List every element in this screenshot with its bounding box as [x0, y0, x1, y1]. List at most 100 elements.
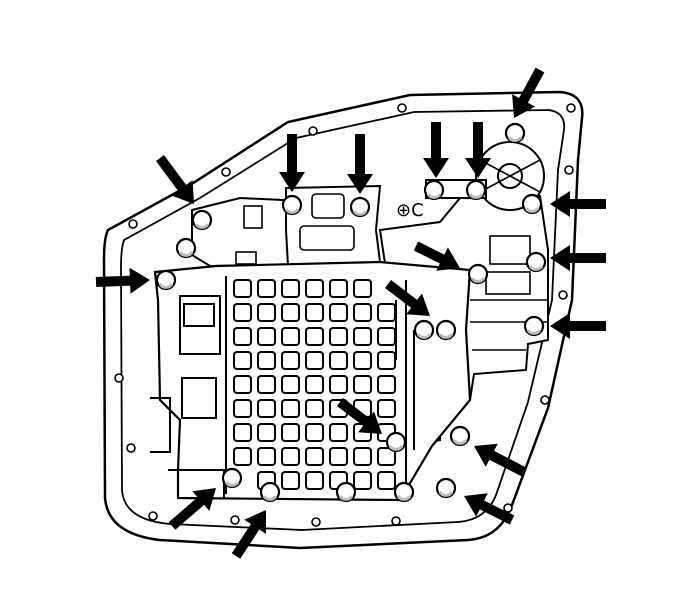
grid-pocket — [233, 351, 252, 370]
grid-pocket — [233, 399, 252, 418]
grid-pocket — [233, 423, 252, 442]
callout-arrow — [465, 122, 491, 178]
bolt — [385, 431, 407, 453]
grid-pocket — [329, 327, 348, 346]
grid-channels — [225, 276, 415, 494]
grid-pocket — [305, 351, 324, 370]
pan-inner-outline — [120, 109, 566, 531]
grid-pocket — [305, 327, 324, 346]
callout-arrow — [464, 493, 515, 525]
grid-pocket — [233, 327, 252, 346]
bolt — [465, 179, 487, 201]
grid-pocket — [377, 375, 396, 394]
grid-pocket — [305, 471, 324, 490]
grid-pocket — [281, 423, 300, 442]
upper-left-detail — [243, 205, 263, 229]
grid-pocket — [281, 351, 300, 370]
grid-pocket — [257, 327, 276, 346]
callout-arrow — [550, 245, 606, 271]
grid-pocket — [377, 351, 396, 370]
grid-pocket — [281, 447, 300, 466]
upper-center-slot-2 — [299, 225, 355, 251]
grid-pocket — [233, 375, 252, 394]
bolt — [525, 251, 547, 273]
grid-pocket — [329, 375, 348, 394]
bolt — [191, 209, 213, 231]
callout-arrow — [512, 67, 545, 118]
grid-pocket — [257, 375, 276, 394]
bolt — [349, 196, 371, 218]
grid-pocket — [281, 471, 300, 490]
upper-left-housing — [191, 196, 292, 268]
upper-left-detail-2 — [235, 251, 257, 265]
callout-arrow — [413, 241, 460, 271]
callout-arrows — [95, 67, 606, 559]
bolt — [467, 263, 489, 285]
grid-pocket — [329, 279, 348, 298]
grid-pocket — [281, 375, 300, 394]
grid-pocket — [377, 447, 396, 466]
grid-pocket — [353, 279, 372, 298]
callout-arrow — [385, 280, 430, 316]
bolt — [335, 481, 357, 503]
grid-pocket — [281, 327, 300, 346]
grid-pocket — [305, 423, 324, 442]
bolt — [393, 481, 415, 503]
callout-arrow — [347, 134, 373, 194]
solenoid-symbol: ⊕C — [396, 200, 424, 221]
grid-pocket — [329, 351, 348, 370]
grid-pocket — [281, 303, 300, 322]
bolt — [413, 319, 435, 341]
grid-pocket — [257, 303, 276, 322]
bolt — [221, 467, 243, 489]
grid-pocket — [353, 375, 372, 394]
grid-pocket — [353, 351, 372, 370]
grid-pocket — [353, 471, 372, 490]
grid-pocket — [281, 399, 300, 418]
grid-pocket — [257, 351, 276, 370]
grid-pocket — [329, 303, 348, 322]
grid-pocket — [257, 423, 276, 442]
grid-pocket — [377, 471, 396, 490]
callout-arrow — [550, 313, 606, 339]
bolt — [435, 477, 457, 499]
valve-body-bolts — [155, 122, 547, 503]
grid-pocket — [233, 279, 252, 298]
callout-arrow — [95, 267, 150, 294]
grid-pocket — [305, 447, 324, 466]
callout-arrow — [156, 155, 194, 204]
bolt — [521, 193, 543, 215]
bolt — [423, 179, 445, 201]
callout-arrow — [168, 488, 216, 530]
callout-arrow — [423, 122, 449, 178]
grid-pocket — [257, 279, 276, 298]
grid-pocket — [305, 399, 324, 418]
callout-arrow — [279, 134, 305, 192]
grid-pocket — [233, 447, 252, 466]
bolt — [155, 269, 177, 291]
grid-pocket — [353, 447, 372, 466]
bolt — [523, 315, 545, 337]
callout-arrow — [231, 510, 266, 559]
grid-pockets — [233, 279, 396, 490]
grid-pocket — [281, 279, 300, 298]
bolt — [259, 481, 281, 503]
callout-arrow — [474, 443, 527, 477]
grid-pocket — [305, 279, 324, 298]
callout-arrow — [337, 398, 382, 434]
grid-pocket — [329, 447, 348, 466]
bolt — [504, 122, 526, 144]
bolt — [435, 319, 457, 341]
grid-pocket — [233, 303, 252, 322]
pan-bolt-holes — [114, 103, 576, 527]
grid-pocket — [377, 399, 396, 418]
grid-pocket — [257, 399, 276, 418]
grid-pocket — [305, 375, 324, 394]
grid-pocket — [353, 303, 372, 322]
grid-pocket — [353, 327, 372, 346]
upper-center-slot — [311, 193, 345, 219]
grid-pocket — [305, 303, 324, 322]
grid-pocket — [257, 447, 276, 466]
bolt — [449, 425, 471, 447]
